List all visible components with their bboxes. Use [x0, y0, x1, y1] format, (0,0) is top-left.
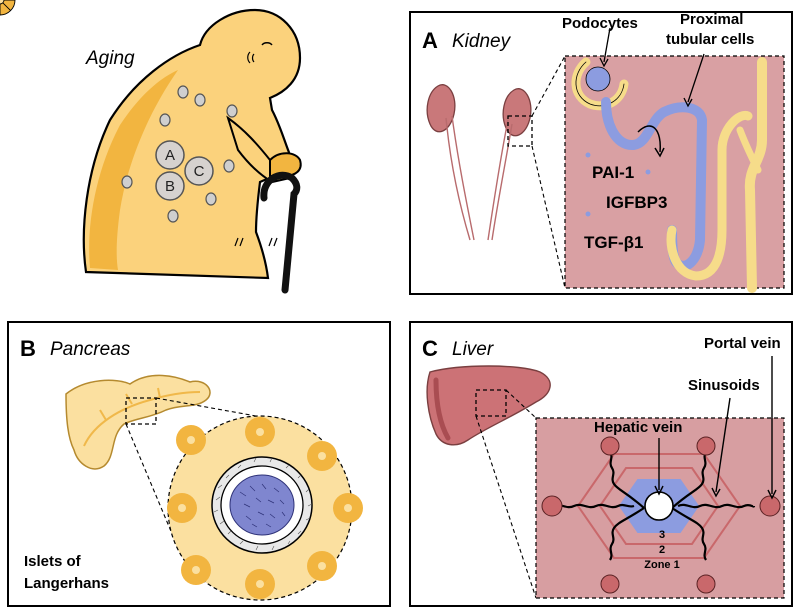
sinusoids-label: Sinusoids [688, 377, 760, 394]
pancreatic-duct [83, 387, 201, 447]
eye [261, 42, 273, 46]
acinus-7 [180, 554, 212, 586]
zone-3-label: 3 [659, 529, 665, 541]
podocytes-arrowhead [599, 57, 609, 68]
sinusoid-lines [551, 451, 756, 561]
portal-vein-arrowhead [767, 489, 777, 500]
acinus-3 [306, 440, 338, 472]
panel-a-kidney: A Kidney Podocytes [409, 11, 793, 295]
pancreas-zoom-line-bottom [125, 423, 179, 549]
acinar-clusters [0, 0, 16, 16]
igfbp3-label: IGFBP3 [606, 193, 667, 212]
islet-ring-texture [213, 457, 313, 551]
sinusoids-arrowhead [711, 487, 721, 498]
panel-c-title: Liver [452, 339, 494, 360]
aging-figure: Aging A B C [82, 8, 302, 294]
panel-c-liver: C Liver [409, 321, 793, 607]
sinusoids-arrow [715, 397, 731, 493]
panel-c-letter: C [422, 336, 438, 361]
ureters [445, 115, 513, 241]
islet-core [229, 474, 295, 536]
yellow-tubule-left [666, 110, 753, 281]
hepatic-vein-label: Hepatic vein [594, 419, 682, 436]
islets-label-line2: Langerhans [24, 575, 109, 592]
circle-c-label: C [194, 163, 205, 180]
islets-label-line1: Islets of [24, 553, 82, 570]
kidney-zoom-box [507, 115, 533, 147]
kidney-right [502, 88, 532, 137]
podocyte-glomerulus [585, 66, 611, 92]
pai1-label: PAI-1 [592, 163, 634, 182]
podocytes-label: Podocytes [562, 15, 638, 32]
islet-cell-texture [239, 483, 286, 528]
tremor-mark [234, 237, 278, 247]
circle-b [155, 171, 185, 201]
liver-zoom-box [475, 389, 507, 417]
acinus-8 [166, 492, 198, 524]
aging-title: Aging [85, 48, 135, 69]
liver-organ [426, 365, 551, 446]
cell-dots [121, 85, 238, 223]
circle-c [184, 156, 214, 186]
acinus-4 [332, 492, 364, 524]
panel-a-letter: A [422, 28, 438, 53]
podocytes-arrow [603, 27, 611, 63]
circle-b-label: B [165, 178, 175, 195]
acinus-2 [244, 416, 276, 448]
podocyte-cup-outline [575, 61, 625, 107]
pancreas-zoom-box [125, 397, 157, 425]
acinus-1 [175, 424, 207, 456]
elderly-person-body [82, 8, 302, 280]
circle-a [155, 140, 185, 170]
pancreas-organ [65, 374, 211, 470]
central-hepatic-vein [644, 491, 674, 521]
acinus-5 [306, 550, 338, 582]
zone-1-label: Zone 1 [644, 559, 679, 571]
panel-b-title: Pancreas [50, 339, 131, 360]
tgfb1-label: TGF-β1 [584, 233, 643, 252]
liver-zoom-line-bottom [475, 415, 537, 599]
proximal-label-line2: tubular cells [666, 31, 754, 48]
acinus-cluster [0, 0, 16, 16]
secretion-arrow [637, 125, 661, 153]
hepatic-vein-arrowhead [654, 485, 664, 496]
liver-lobe-shading [433, 377, 451, 441]
wrinkle-mark [247, 51, 255, 64]
portal-triads [541, 436, 781, 594]
yellow-tubule-branch [736, 126, 762, 174]
zoom-line-top [531, 55, 566, 117]
secretion-arrowhead [654, 147, 665, 158]
secreted-factor-dots [585, 152, 651, 217]
zone-2-label: 2 [659, 544, 665, 556]
portal-vein-label: Portal vein [704, 335, 781, 352]
acinus-6 [244, 568, 276, 600]
circle-a-label: A [165, 147, 175, 164]
proximal-arrow [687, 53, 705, 103]
proximal-arrowhead [683, 97, 693, 108]
body-shading [89, 70, 178, 270]
panel-a-title: Kidney [452, 31, 512, 52]
kidney-left [426, 84, 456, 133]
cane [260, 171, 301, 294]
panel-b-letter: B [20, 336, 36, 361]
panel-b-pancreas: B Pancreas [0, 0, 391, 607]
zoom-line-bottom [531, 145, 566, 289]
proximal-label-line1: Proximal [680, 11, 743, 28]
pancreas-zoom-line-top [155, 397, 257, 417]
